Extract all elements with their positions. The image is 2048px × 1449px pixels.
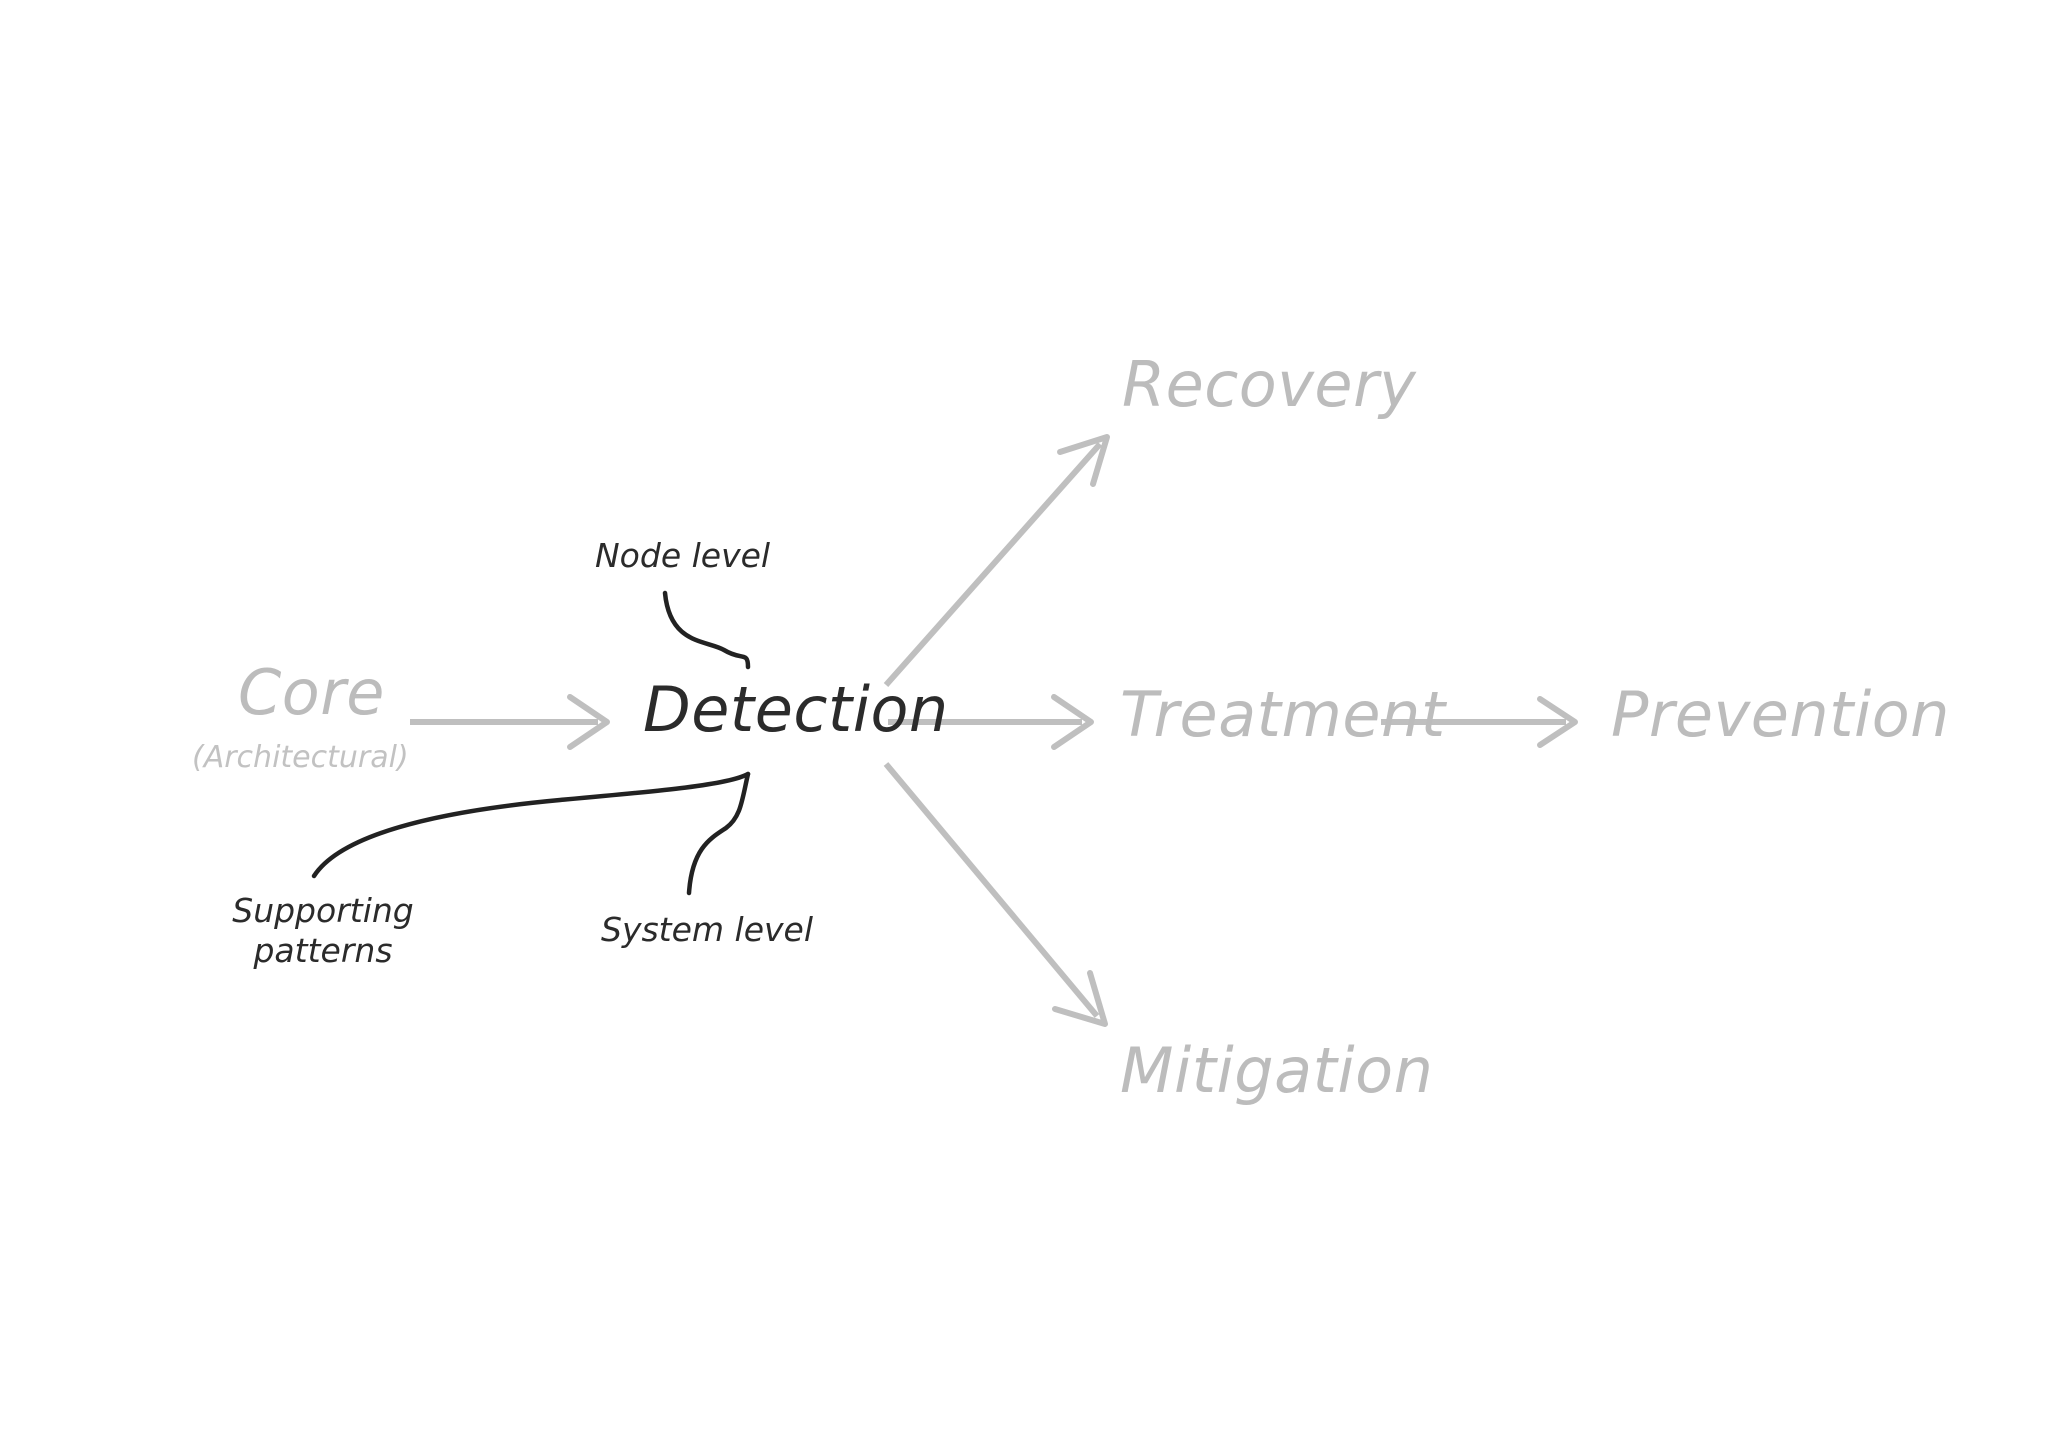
node-label-mitigation[interactable]: Mitigation (1120, 1034, 1434, 1107)
annotation-supporting-patterns-line1: Supporting (232, 891, 414, 930)
curve-system-level-pointer (686, 771, 751, 896)
node-label-core[interactable]: Core (238, 656, 385, 729)
node-label-prevention[interactable]: Prevention (1611, 678, 1950, 751)
node-label-detection[interactable]: Detection (643, 673, 949, 746)
node-sublabel-core: (Architectural) (192, 740, 409, 775)
arrow-treatment-to-prevention (1381, 696, 1578, 748)
arrow-detection-to-treatment (888, 694, 1094, 750)
annotation-supporting-patterns-line2: patterns (253, 931, 393, 971)
node-label-treatment[interactable]: Treatment (1120, 678, 1446, 751)
annotation-supporting-patterns: Supporting patterns (228, 891, 418, 972)
arrow-core-to-detection (410, 694, 610, 750)
node-label-recovery[interactable]: Recovery (1122, 348, 1417, 421)
curve-node-level-pointer (662, 590, 751, 670)
arrow-detection-to-recovery (883, 434, 1110, 687)
annotation-system-level: System level (601, 910, 814, 949)
curve-supporting-patterns-pointer (311, 771, 751, 879)
annotation-node-level: Node level (595, 536, 771, 575)
arrow-detection-to-mitigation (883, 762, 1108, 1027)
